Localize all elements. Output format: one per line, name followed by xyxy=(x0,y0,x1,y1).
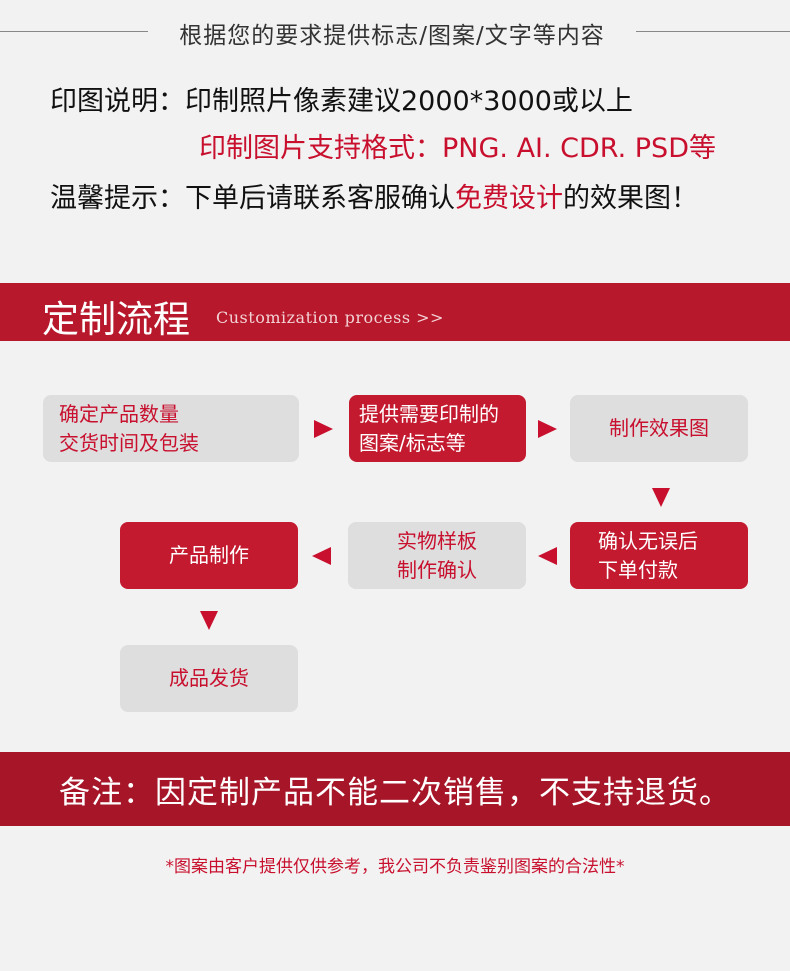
step-line: 图案/标志等 xyxy=(359,430,466,455)
step-line: 制作效果图 xyxy=(609,416,709,440)
print-instruction-text: 印制照片像素建议2000*3000或以上 xyxy=(185,86,633,117)
down-arrow-icon xyxy=(652,488,670,507)
right-arrow-icon xyxy=(538,420,557,438)
step-line: 制作确认 xyxy=(397,557,477,582)
step-provide-artwork: 提供需要印制的 图案/标志等 xyxy=(349,395,526,462)
step-ship-product: 成品发货 xyxy=(120,645,298,712)
left-arrow-icon xyxy=(312,547,331,565)
down-arrow-icon xyxy=(200,611,218,630)
page-title: 根据您的要求提供标志/图案/文字等内容 xyxy=(179,23,605,49)
right-arrow-icon xyxy=(314,420,333,438)
step-line: 实物样板 xyxy=(397,528,477,553)
step-line: 交货时间及包装 xyxy=(59,430,199,455)
supported-formats-row: 印制图片支持格式：PNG. AI. CDR. PSD等 xyxy=(199,133,716,164)
warm-tip-label: 温馨提示： xyxy=(50,183,185,214)
print-instruction-row: 印图说明：印制照片像素建议2000*3000或以上 xyxy=(50,79,633,118)
no-return-notice: 备注：因定制产品不能二次销售，不支持退货。 xyxy=(0,752,790,826)
artwork-disclaimer: *图案由客户提供仅供参考，我公司不负责鉴别图案的合法性* xyxy=(165,857,625,877)
step-line: 成品发货 xyxy=(169,666,249,690)
title-divider-left xyxy=(0,31,148,32)
step-line: 确认无误后 xyxy=(598,528,698,553)
step-production: 产品制作 xyxy=(120,522,298,589)
step-confirm-and-pay: 确认无误后 下单付款 xyxy=(570,522,748,589)
process-subtitle: Customization process >> xyxy=(216,308,444,327)
free-design-highlight: 免费设计 xyxy=(455,183,563,214)
left-arrow-icon xyxy=(538,547,557,565)
warm-tip-row: 温馨提示：下单后请联系客服确认免费设计的效果图！ xyxy=(50,176,698,215)
step-line: 提供需要印制的 xyxy=(359,401,499,426)
print-instruction-label: 印图说明： xyxy=(50,86,185,117)
step-line: 下单付款 xyxy=(598,557,678,582)
title-divider-right xyxy=(636,31,790,32)
process-banner: 定制流程 Customization process >> xyxy=(0,283,790,341)
warm-tip-text-a: 下单后请联系客服确认 xyxy=(185,183,455,214)
top-title-section: 根据您的要求提供标志/图案/文字等内容 xyxy=(0,0,790,62)
step-make-preview: 制作效果图 xyxy=(570,395,748,462)
step-sample-confirm: 实物样板 制作确认 xyxy=(348,522,526,589)
process-title: 定制流程 xyxy=(42,298,190,341)
step-line: 产品制作 xyxy=(169,543,249,567)
warm-tip-text-b: 的效果图！ xyxy=(563,183,698,214)
step-line: 确定产品数量 xyxy=(59,401,179,426)
step-confirm-quantity: 确定产品数量 交货时间及包装 xyxy=(43,395,299,462)
